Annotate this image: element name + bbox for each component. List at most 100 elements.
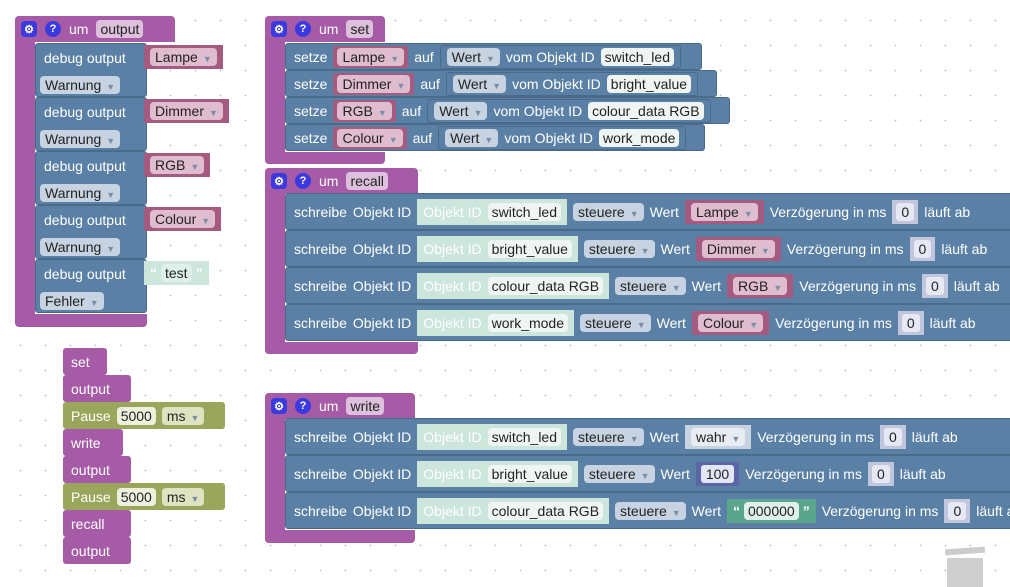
boolean-dropdown[interactable]: wahr▼ bbox=[690, 427, 746, 446]
delay-field[interactable]: 0 bbox=[896, 202, 915, 221]
delay-number-block[interactable]: 0 bbox=[909, 236, 936, 261]
object-id-field[interactable]: colour_data RGB bbox=[487, 501, 604, 520]
delay-number-block[interactable]: 0 bbox=[944, 498, 971, 523]
object-id-field[interactable]: bright_value bbox=[487, 239, 572, 258]
variable-dropdown[interactable]: RGB▼ bbox=[732, 276, 788, 295]
debug-output-block[interactable]: debug output“test”Fehler▼ bbox=[35, 259, 209, 313]
gear-icon[interactable]: ⚙ bbox=[271, 398, 287, 414]
help-icon[interactable]: ? bbox=[295, 21, 311, 37]
delay-field[interactable]: 0 bbox=[883, 427, 902, 446]
variable-block[interactable]: Colour▼ bbox=[144, 207, 222, 231]
object-id-field[interactable]: colour_data RGB bbox=[588, 101, 704, 120]
log-level-dropdown[interactable]: Fehler▼ bbox=[40, 291, 104, 310]
mode-dropdown[interactable]: steuere▼ bbox=[573, 427, 644, 446]
text-field[interactable]: 000000 bbox=[743, 501, 799, 520]
object-id-field[interactable]: colour_data RGB bbox=[487, 276, 604, 295]
number-field[interactable]: 100 bbox=[700, 464, 735, 483]
variable-dropdown[interactable]: Dimmer▼ bbox=[150, 102, 223, 120]
pause-duration-field[interactable]: 5000 bbox=[116, 406, 156, 425]
delay-number-block[interactable]: 0 bbox=[867, 461, 894, 486]
log-level-dropdown[interactable]: Warnung▼ bbox=[40, 129, 121, 148]
object-id-field[interactable]: work_mode bbox=[599, 128, 680, 147]
object-id-field[interactable]: bright_value bbox=[606, 74, 692, 93]
call-procedure-block[interactable]: output bbox=[63, 456, 131, 483]
number-block[interactable]: 100 bbox=[695, 461, 740, 486]
variable-dropdown[interactable]: Colour▼ bbox=[697, 313, 764, 332]
log-level-dropdown[interactable]: Warnung▼ bbox=[40, 183, 121, 202]
mode-dropdown[interactable]: steuere▼ bbox=[580, 313, 651, 332]
object-id-field[interactable]: bright_value bbox=[487, 464, 572, 483]
gear-icon[interactable]: ⚙ bbox=[271, 21, 287, 37]
mode-dropdown[interactable]: steuere▼ bbox=[615, 501, 686, 520]
delay-number-block[interactable]: 0 bbox=[921, 273, 948, 298]
delay-field[interactable]: 0 bbox=[871, 464, 890, 483]
call-procedure-block[interactable]: output bbox=[63, 375, 131, 402]
help-icon[interactable]: ? bbox=[295, 398, 311, 414]
delay-number-block[interactable]: 0 bbox=[879, 424, 906, 449]
procedure-name[interactable]: output bbox=[96, 20, 144, 38]
log-level-dropdown[interactable]: Warnung▼ bbox=[40, 237, 121, 256]
variable-select[interactable]: Lampe▼ bbox=[333, 45, 409, 68]
gear-icon[interactable]: ⚙ bbox=[271, 173, 287, 189]
procedure-name[interactable]: write bbox=[346, 397, 385, 415]
variable-dropdown[interactable]: Colour▼ bbox=[337, 128, 403, 147]
call-procedure-block[interactable]: output bbox=[63, 537, 131, 564]
variable-block[interactable]: Lampe▼ bbox=[684, 199, 764, 224]
delay-field[interactable]: 0 bbox=[901, 313, 920, 332]
pause-duration-field[interactable]: 5000 bbox=[116, 487, 156, 506]
time-unit-dropdown[interactable]: ms▼ bbox=[161, 487, 205, 506]
mode-dropdown[interactable]: steuere▼ bbox=[583, 239, 655, 258]
mode-dropdown[interactable]: steuere▼ bbox=[583, 464, 655, 483]
value-type-dropdown[interactable]: Wert▼ bbox=[445, 128, 499, 147]
time-unit-dropdown[interactable]: ms▼ bbox=[161, 406, 205, 425]
variable-dropdown[interactable]: Dimmer▼ bbox=[337, 74, 411, 93]
text-field[interactable]: test bbox=[161, 264, 192, 282]
value-type-dropdown[interactable]: Wert▼ bbox=[446, 47, 500, 66]
variable-dropdown[interactable]: Colour▼ bbox=[150, 210, 216, 228]
variable-dropdown[interactable]: RGB▼ bbox=[150, 156, 205, 174]
variable-block[interactable]: Dimmer▼ bbox=[144, 99, 229, 123]
procedure-name[interactable]: set bbox=[346, 20, 374, 38]
variable-dropdown[interactable]: Dimmer▼ bbox=[701, 239, 775, 258]
variable-block[interactable]: RGB▼ bbox=[726, 273, 794, 298]
variable-block[interactable]: Colour▼ bbox=[691, 310, 770, 335]
delay-number-block[interactable]: 0 bbox=[897, 310, 924, 335]
variable-select[interactable]: RGB▼ bbox=[333, 99, 396, 122]
variable-dropdown[interactable]: Lampe▼ bbox=[150, 48, 217, 66]
object-id-field[interactable]: switch_led bbox=[600, 47, 674, 66]
procedure-name[interactable]: recall bbox=[346, 172, 388, 190]
text-block[interactable]: “000000” bbox=[726, 498, 816, 523]
object-id-field[interactable]: switch_led bbox=[487, 427, 562, 446]
delay-field[interactable]: 0 bbox=[913, 239, 932, 258]
variable-block[interactable]: Lampe▼ bbox=[144, 45, 223, 69]
boolean-block[interactable]: wahr▼ bbox=[684, 424, 752, 449]
variable-select[interactable]: Dimmer▼ bbox=[333, 72, 415, 95]
mode-dropdown[interactable]: steuere▼ bbox=[615, 276, 686, 295]
delay-field[interactable]: 0 bbox=[948, 501, 967, 520]
text-block[interactable]: “test” bbox=[144, 261, 209, 285]
delay-field[interactable]: 0 bbox=[925, 276, 944, 295]
